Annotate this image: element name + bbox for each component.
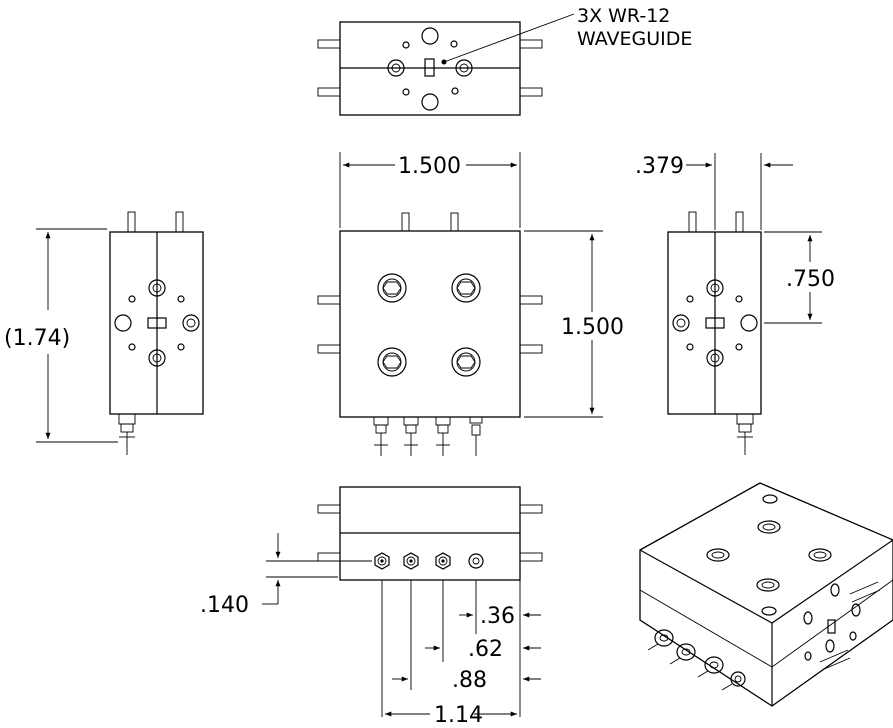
- isometric-connectors: [647, 629, 746, 691]
- isometric-view: [639, 482, 893, 707]
- dim-height-1500: 1.500: [561, 315, 624, 340]
- front-connectors: [373, 416, 483, 456]
- waveguide-note-line1: 3X WR-12: [577, 5, 670, 27]
- dim-port-114: 1.14: [434, 703, 483, 728]
- dim-offset-379: .379: [635, 154, 684, 179]
- front-view: [317, 152, 603, 456]
- left-view: [36, 211, 204, 455]
- bottom-connectors: [374, 552, 484, 570]
- dim-port-height-140: .140: [200, 593, 249, 618]
- dim-overall-174: (1.74): [4, 326, 70, 351]
- top-view: [317, 13, 575, 116]
- right-view: [667, 153, 822, 455]
- dim-width-1500: 1.500: [398, 154, 461, 179]
- dim-port-62: .62: [468, 637, 503, 662]
- waveguide-note-line2: WAVEGUIDE: [577, 28, 692, 50]
- bottom-view: [262, 486, 543, 717]
- dim-port-36: .36: [480, 604, 515, 629]
- dim-offset-750: .750: [786, 267, 835, 292]
- dim-port-88: .88: [452, 668, 487, 693]
